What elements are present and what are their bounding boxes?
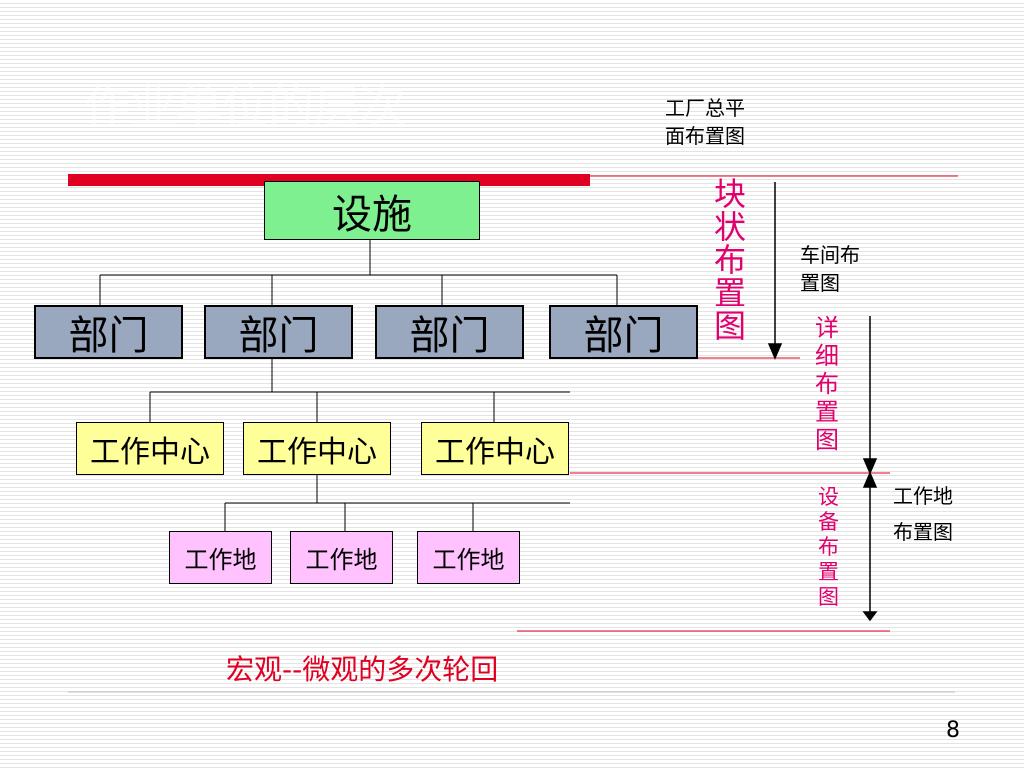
facility-node: 设施	[264, 181, 480, 240]
block-layout-label: 块 状 布 置 图	[714, 175, 747, 345]
department-node: 部门	[204, 305, 353, 359]
caption: 宏观--微观的多次轮回	[226, 653, 499, 686]
equipment-layout-label: 设 备 布 置 图	[818, 485, 839, 609]
page-number: 8	[946, 718, 960, 743]
workstation-layout-label: 工作地 布置图	[893, 484, 953, 544]
department-node: 部门	[34, 305, 183, 359]
slide-title: 作业单位的层次	[84, 79, 406, 133]
factory-plan-label: 工厂总平 面布置图	[665, 96, 745, 148]
work-center-node: 工作中心	[243, 422, 391, 475]
detailed-layout-label: 详 细 布 置 图	[815, 314, 839, 454]
work-center-node: 工作中心	[76, 422, 224, 475]
workstation-node: 工作地	[417, 531, 520, 584]
workstation-node: 工作地	[169, 531, 272, 584]
department-node: 部门	[549, 305, 698, 359]
work-center-node: 工作中心	[421, 422, 569, 475]
workstation-node: 工作地	[290, 531, 393, 584]
department-node: 部门	[375, 305, 524, 359]
workshop-layout-label: 车间布 置图	[800, 243, 860, 295]
